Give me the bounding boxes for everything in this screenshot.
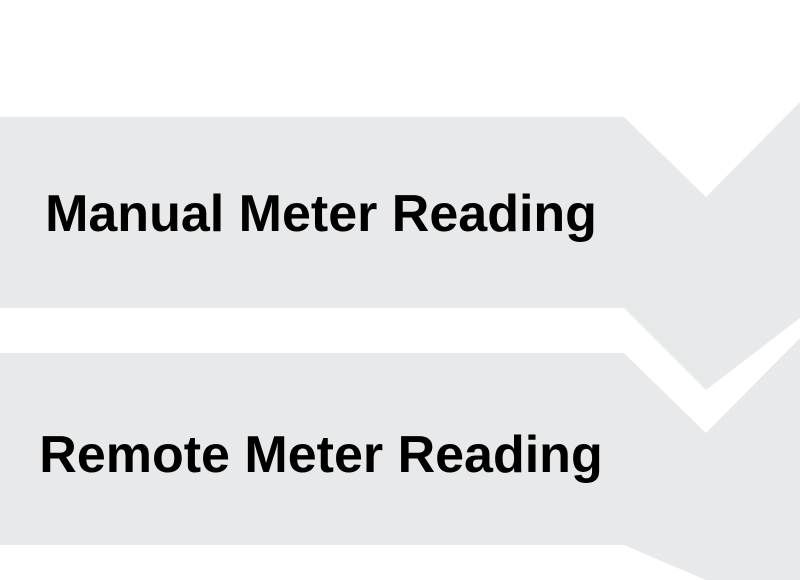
step-2-chevron	[0, 338, 800, 580]
step-1-label: Manual Meter Reading	[45, 185, 597, 243]
step-1-chevron	[0, 102, 800, 390]
step-2-label: Remote Meter Reading	[39, 426, 603, 484]
